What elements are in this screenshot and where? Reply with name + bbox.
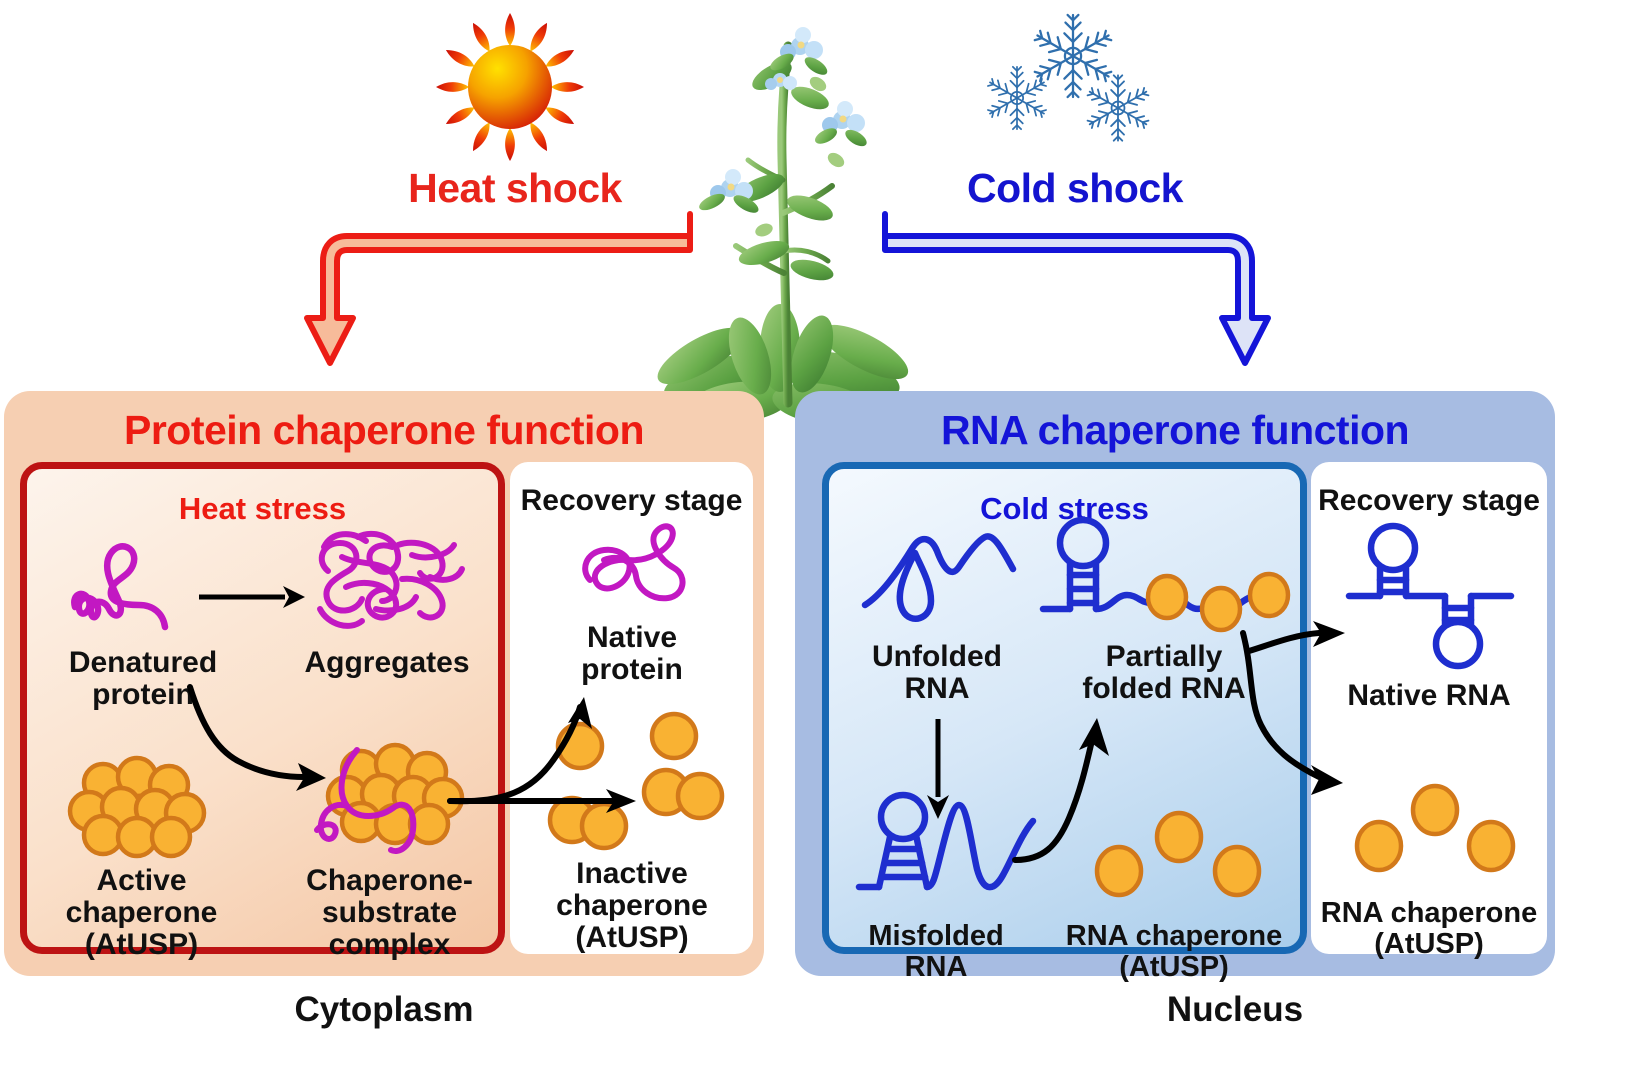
complex-label: Chaperone- substrate complex [306,864,473,961]
complex-to-recovery-arrows [444,697,654,846]
cold-shock-arrow [875,205,1285,380]
protein-to-complex-arrow [172,681,352,811]
misfolded-to-partial-arrow [1009,714,1159,874]
rna-chaperone-panel: RNA chaperone function Cold stress Unfol… [795,391,1555,982]
rna-chaperone-recovered-icon [1343,770,1523,885]
rna-recovery-title: Recovery stage [1318,484,1540,517]
active-chaperone-label: Active chaperone (AtUSP) [65,864,218,961]
native-protein-icon [576,523,696,619]
native-protein-label: Native protein [581,621,683,686]
rna-recovery-box: Recovery stage [1311,462,1547,959]
chaperone-substrate-complex-icon [295,734,470,869]
native-rna-icon [1341,522,1541,670]
misfolded-rna-label: Misfolded RNA [868,920,1004,983]
rna-chaperone-label: RNA chaperone (AtUSP) [1065,920,1283,983]
cold-stress-title: Cold stress [980,491,1149,526]
sun-icon [425,12,595,162]
aggregates-icon [302,517,467,642]
unfolded-rna-icon [859,531,1019,631]
misfolded-rna-icon [855,791,1047,911]
snowflake-icon [955,8,1185,158]
denatured-protein-label: Denatured protein [68,646,218,711]
plant-icon [657,8,909,425]
protein-recovery-box: Recovery stage Native protein [510,462,753,954]
protein-chaperone-panel: Protein chaperone function Heat stress D… [4,391,764,976]
rna-panel-title: RNA chaperone function [940,407,1410,453]
unfolded-to-misfolded-arrow [915,717,961,822]
rna-chaperone-icon [1079,799,1269,909]
cold-shock-label: Cold shock [967,165,1183,211]
protein-panel-title: Protein chaperone function [123,407,645,453]
active-chaperone-icon [67,751,209,861]
partially-folded-rna-label: Partially folded RNA [1082,640,1246,705]
aggregates-label: Aggregates [304,646,470,679]
denature-to-aggregate-arrow [197,577,307,617]
cytoplasm-label: Cytoplasm [294,990,474,1029]
heat-shock-label: Heat shock [408,165,622,211]
nucleus-label: Nucleus [1166,990,1304,1029]
inactive-chaperone-icon [542,711,732,854]
partially-folded-rna-icon [1039,516,1291,635]
heat-stress-title: Heat stress [178,491,347,526]
heat-stress-box: Heat stress Denatured protein [20,462,505,960]
unfolded-rna-label: Unfolded RNA [872,640,1002,705]
native-rna-label: Native RNA [1347,679,1511,712]
heat-shock-arrow [290,205,700,380]
denatured-protein-icon [67,531,207,641]
protein-recovery-title: Recovery stage [520,484,743,517]
cold-stress-box: Cold stress Unfolded RNA [822,462,1307,982]
rna-chaperone-recovered-label: RNA chaperone (AtUSP) [1320,897,1538,960]
inactive-chaperone-label: Inactive chaperone (AtUSP) [556,857,708,954]
cold-to-recovery-arrows [1227,621,1427,839]
